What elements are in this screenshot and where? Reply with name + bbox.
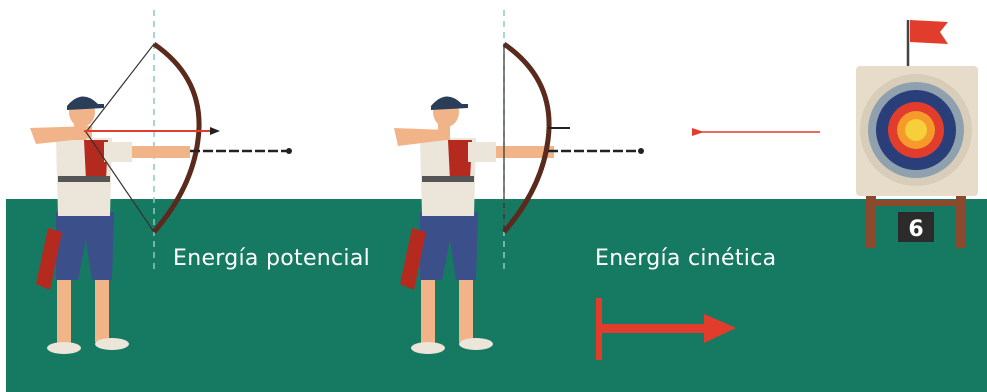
archer2-right-shoe (459, 338, 493, 350)
kinetic-arrow-stop-bar (596, 298, 602, 360)
archer1-sleeve (104, 142, 132, 162)
archer2-sleeve (468, 142, 496, 162)
kinetic-energy-label: Energía cinética (595, 246, 776, 271)
archer1-right-leg (95, 270, 109, 342)
kinetic-arrow-shaft (602, 324, 708, 333)
archer1-left-shoe (47, 342, 81, 354)
archer2-stabilizer-end (638, 148, 644, 154)
kinetic-arrow-head (704, 314, 736, 343)
archer1-right-shoe (95, 338, 129, 350)
target-stand-right (956, 190, 966, 248)
flying-arrow-fletching (692, 128, 704, 136)
archer1-cap (67, 96, 104, 110)
archer1-stabilizer-end (286, 148, 292, 154)
target-stand-left (866, 190, 876, 248)
archer-drawing-bow (30, 44, 292, 354)
archer1-bow (154, 44, 199, 232)
kinetic-energy-arrow (596, 298, 736, 360)
archer1-belt (58, 176, 110, 182)
archer2-bow (504, 44, 549, 232)
flying-arrow (692, 128, 820, 136)
target-flag (910, 20, 948, 44)
archer1-left-leg (57, 270, 71, 344)
archer2-belt (422, 176, 474, 182)
archer-after-release (394, 44, 644, 354)
archer1-arrow-tip (210, 127, 220, 135)
archer2-right-leg (459, 270, 473, 342)
archer2-cap (431, 96, 468, 110)
archer2-left-leg (421, 270, 435, 344)
target-stand-bar (870, 200, 962, 206)
score-value: 6 (908, 217, 923, 242)
target: 6 (856, 20, 978, 248)
archer2-left-shoe (411, 342, 445, 354)
target-bullseye (905, 119, 927, 141)
potential-energy-label: Energía potencial (173, 246, 370, 271)
archer2-shorts (420, 212, 478, 280)
archer1-shorts (56, 212, 114, 280)
